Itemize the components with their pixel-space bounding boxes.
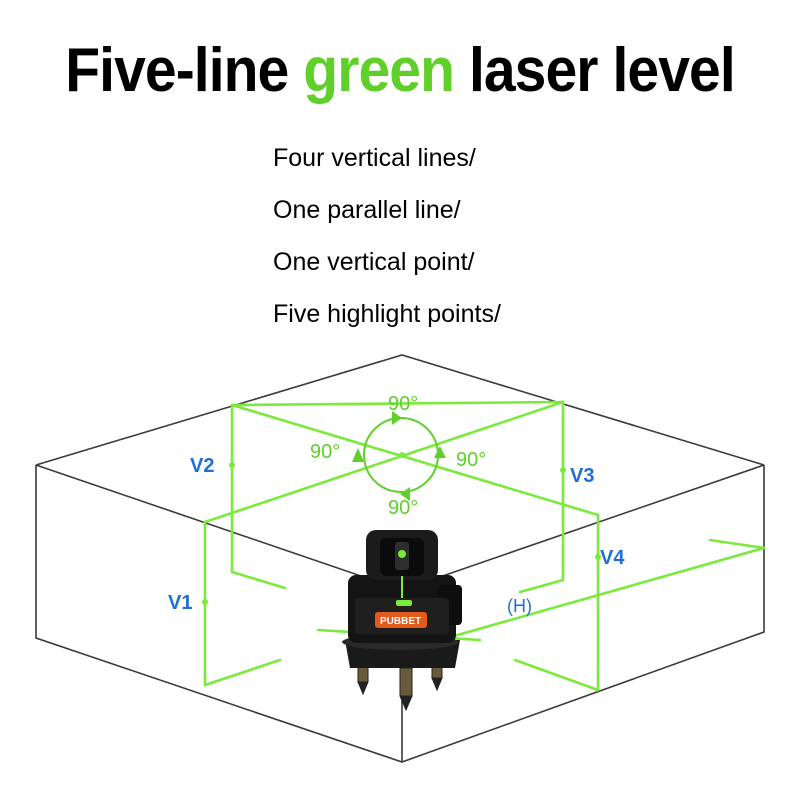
point-top [399,452,405,458]
angle-label-top: 90° [388,393,418,415]
label-v4: V4 [600,547,625,569]
brand-plate [375,612,427,628]
label-v2: V2 [190,455,214,477]
feature-item: One vertical point/ [273,248,475,276]
label-v1: V1 [168,592,192,614]
label-h: (H) [507,596,532,616]
feature-item: Five highlight points/ [273,300,501,328]
arrow-bottom-icon [400,487,410,501]
angle-label-bottom: 90° [388,497,418,519]
point-v2 [229,462,235,468]
title-part-3: laser level [454,36,736,105]
point-v1 [202,599,208,605]
arrow-left-icon [352,448,364,462]
title-part-1: Five-line [65,36,304,105]
page-title: Five-line green laser level [32,40,768,102]
point-v3 [560,467,566,473]
highlight-points [202,452,601,605]
arrow-top-icon [392,411,402,425]
angle-label-left: 90° [310,441,340,463]
angle-arrows [352,411,446,501]
laser-lines [203,400,766,692]
label-v3: V3 [570,465,594,487]
point-v4 [595,554,601,560]
feature-list: Four vertical lines/ One parallel line/ … [273,143,501,351]
brand-label: PUBBET [380,616,421,627]
laser-level-device: PUBBET [342,530,462,712]
feature-item: Four vertical lines/ [273,144,476,172]
angle-label-right: 90° [456,449,486,471]
feature-item: One parallel line/ [273,196,461,224]
arrow-right-icon [434,446,446,458]
title-highlight-green: green [303,36,455,105]
